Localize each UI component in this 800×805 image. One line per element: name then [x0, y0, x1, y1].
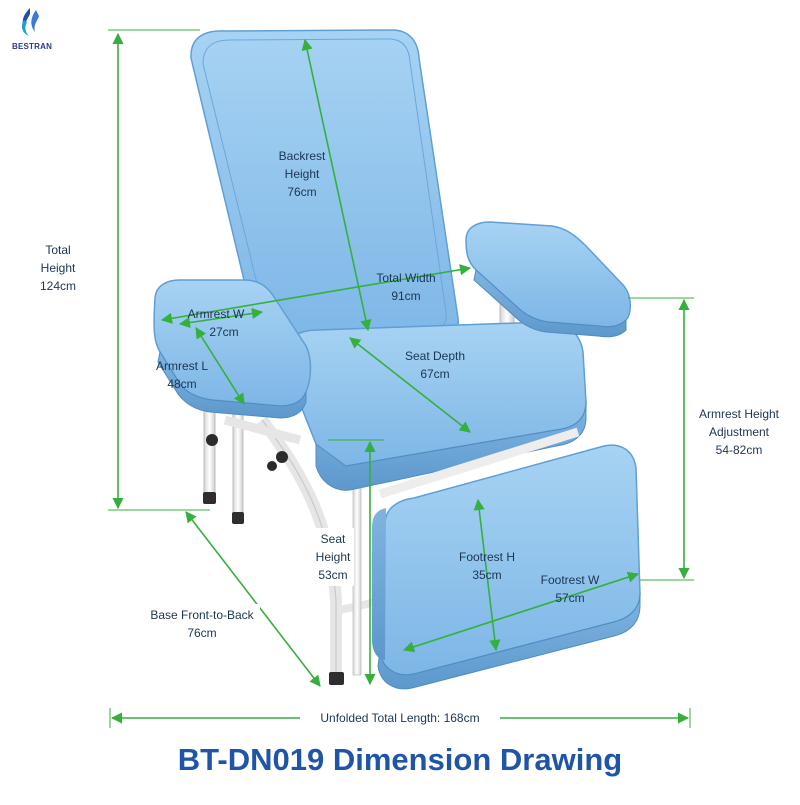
base-value: 76cm: [187, 626, 216, 640]
armrest-height-line2: Adjustment: [709, 425, 770, 439]
armrest-w-label: Armrest W: [188, 307, 245, 321]
footrest-w-label: Footrest W: [541, 573, 600, 587]
footrest-w-dimension-line: [402, 571, 640, 653]
total-height-value: 124cm: [40, 279, 76, 293]
seat-depth-dimension-line: [349, 337, 471, 433]
flame-drop-logo-icon: [21, 8, 39, 36]
armrest-l-value: 48cm: [167, 377, 196, 391]
total-width-value: 91cm: [391, 289, 420, 303]
seat-height-line1: Seat: [321, 532, 346, 546]
backrest-height-line1: Backrest: [279, 149, 326, 163]
backrest-height-value: 76cm: [287, 185, 316, 199]
armrest-height-value: 54-82cm: [716, 443, 763, 457]
unfolded-length-label: Unfolded Total Length: 168cm: [320, 711, 479, 725]
brand-name: BESTRAN: [12, 42, 53, 51]
seat-depth-label: Seat Depth: [405, 349, 465, 363]
base-label: Base Front-to-Back: [150, 608, 254, 622]
footrest-h-value: 35cm: [472, 568, 501, 582]
seat-depth-value: 67cm: [420, 367, 449, 381]
page-title: BT-DN019 Dimension Drawing: [177, 742, 623, 777]
armrest-l-dimension-line: [195, 327, 245, 405]
armrest-w-dimension-line: [178, 307, 264, 329]
dimension-labels: Total Height 124cm Backrest Height 76cm …: [30, 149, 786, 728]
armrest-w-value: 27cm: [209, 325, 238, 339]
backrest-height-line2: Height: [285, 167, 320, 181]
total-height-line1: Total: [45, 243, 70, 257]
seat-height-line2: Height: [316, 550, 351, 564]
footrest-h-label: Footrest H: [459, 550, 515, 564]
armrest-height-line1: Armrest Height: [699, 407, 780, 421]
footrest-w-value: 57cm: [555, 591, 584, 605]
total-width-label: Total Width: [376, 271, 435, 285]
total-height-line2: Height: [41, 261, 76, 275]
base-dimension-line: [185, 511, 321, 687]
armrest-l-label: Armrest L: [156, 359, 208, 373]
seat-height-value: 53cm: [318, 568, 347, 582]
